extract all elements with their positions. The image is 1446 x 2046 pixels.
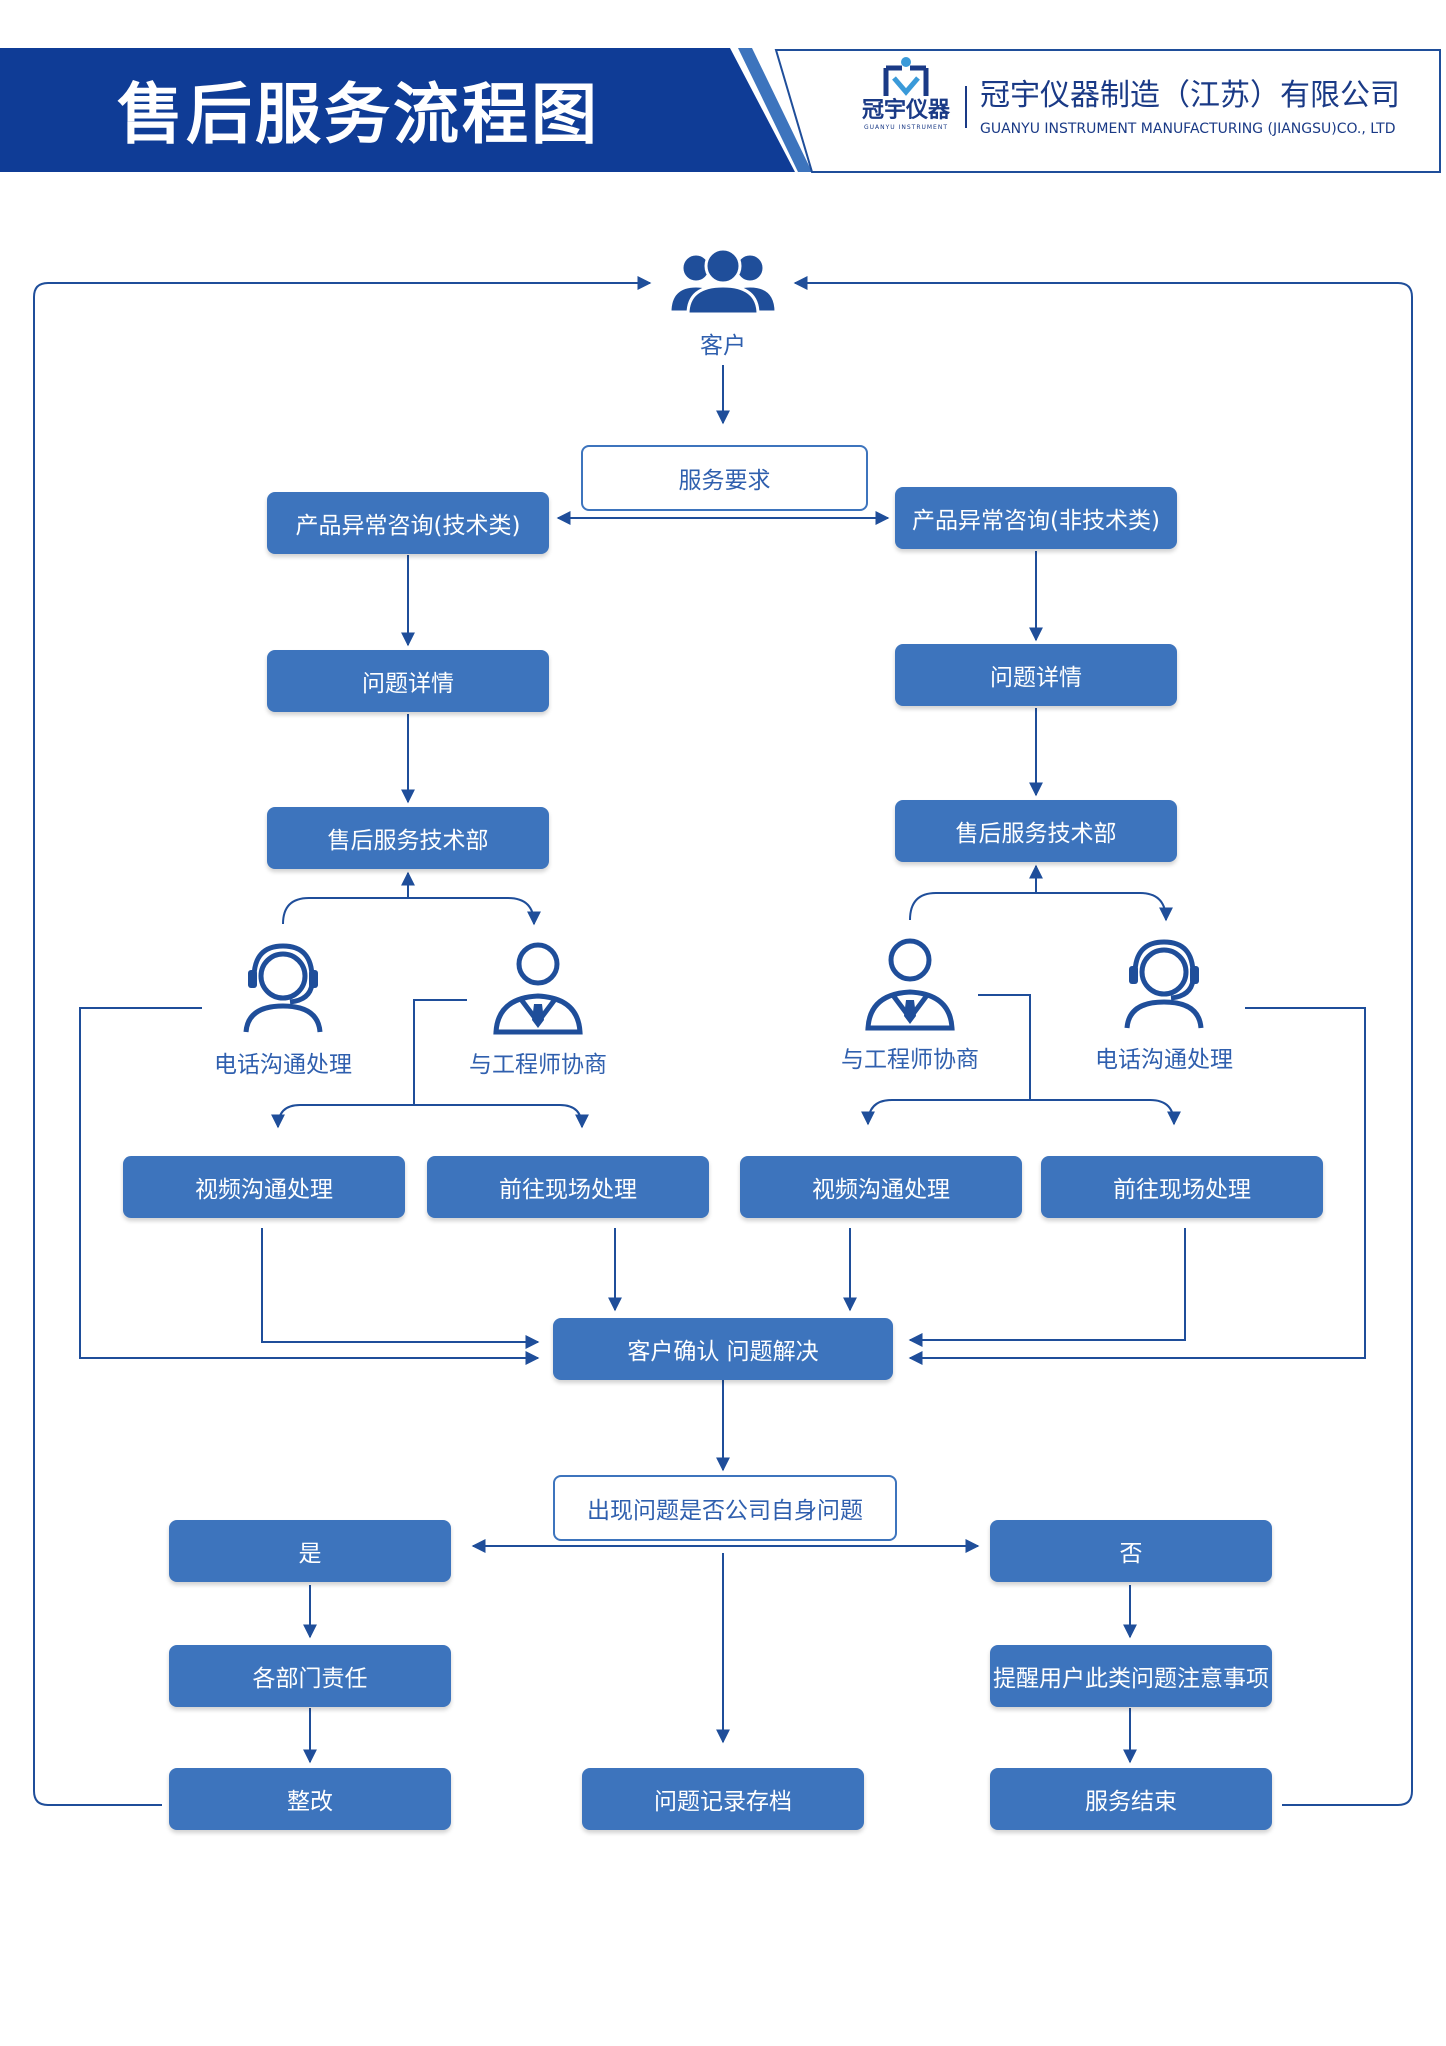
page-title: 售后服务流程图 <box>117 76 600 153</box>
video-right-box: 视频沟通处理 <box>740 1156 1022 1218</box>
confirm-box: 客户确认 问题解决 <box>553 1318 893 1380</box>
yes-box: 是 <box>169 1520 451 1582</box>
remind-user-box: 提醒用户此类问题注意事项 <box>990 1645 1272 1707</box>
phone-support-right-icon <box>1124 939 1204 1029</box>
company-name-en: GUANYU INSTRUMENT MANUFACTURING (JIANGSU… <box>980 121 1396 137</box>
archive-box: 问题记录存档 <box>582 1768 864 1830</box>
engineer-left-icon <box>493 942 583 1035</box>
header-banner <box>0 48 1441 173</box>
phone-left-label: 电话沟通处理 <box>214 1052 352 1078</box>
phone-support-left-icon <box>243 943 323 1033</box>
tech-inquiry-box: 产品异常咨询(技术类) <box>267 492 549 554</box>
service-request-box: 服务要求 <box>581 445 868 511</box>
problem-details-left-box: 问题详情 <box>267 650 549 712</box>
company-logo-icon <box>883 57 929 96</box>
nontech-inquiry-box: 产品异常咨询(非技术类) <box>895 487 1177 549</box>
engineer-right-label: 与工程师协商 <box>841 1047 979 1073</box>
question-box: 出现问题是否公司自身问题 <box>553 1475 897 1541</box>
rectify-box: 整改 <box>169 1768 451 1830</box>
customer-label: 客户 <box>700 333 746 359</box>
company-logo-subtext: GUANYU INSTRUMENT <box>863 124 948 131</box>
loop-left <box>33 276 652 1806</box>
engineer-left-label: 与工程师协商 <box>469 1052 607 1078</box>
phone-right-label: 电话沟通处理 <box>1095 1047 1233 1073</box>
no-box: 否 <box>990 1520 1272 1582</box>
loop-right <box>793 276 1413 1806</box>
onsite-left-box: 前往现场处理 <box>427 1156 709 1218</box>
company-name-cn: 冠宇仪器制造（江苏）有限公司 <box>980 78 1400 113</box>
problem-details-right-box: 问题详情 <box>895 644 1177 706</box>
onsite-right-box: 前往现场处理 <box>1041 1156 1323 1218</box>
tech-dept-right-box: 售后服务技术部 <box>895 800 1177 862</box>
engineer-right-icon <box>865 938 955 1031</box>
dept-responsibility-box: 各部门责任 <box>169 1645 451 1707</box>
tech-dept-left-box: 售后服务技术部 <box>267 807 549 869</box>
video-left-box: 视频沟通处理 <box>123 1156 405 1218</box>
company-logo-text: 冠宇仪器 <box>861 98 950 123</box>
service-end-box: 服务结束 <box>990 1768 1272 1830</box>
customer-group-icon <box>668 248 778 314</box>
